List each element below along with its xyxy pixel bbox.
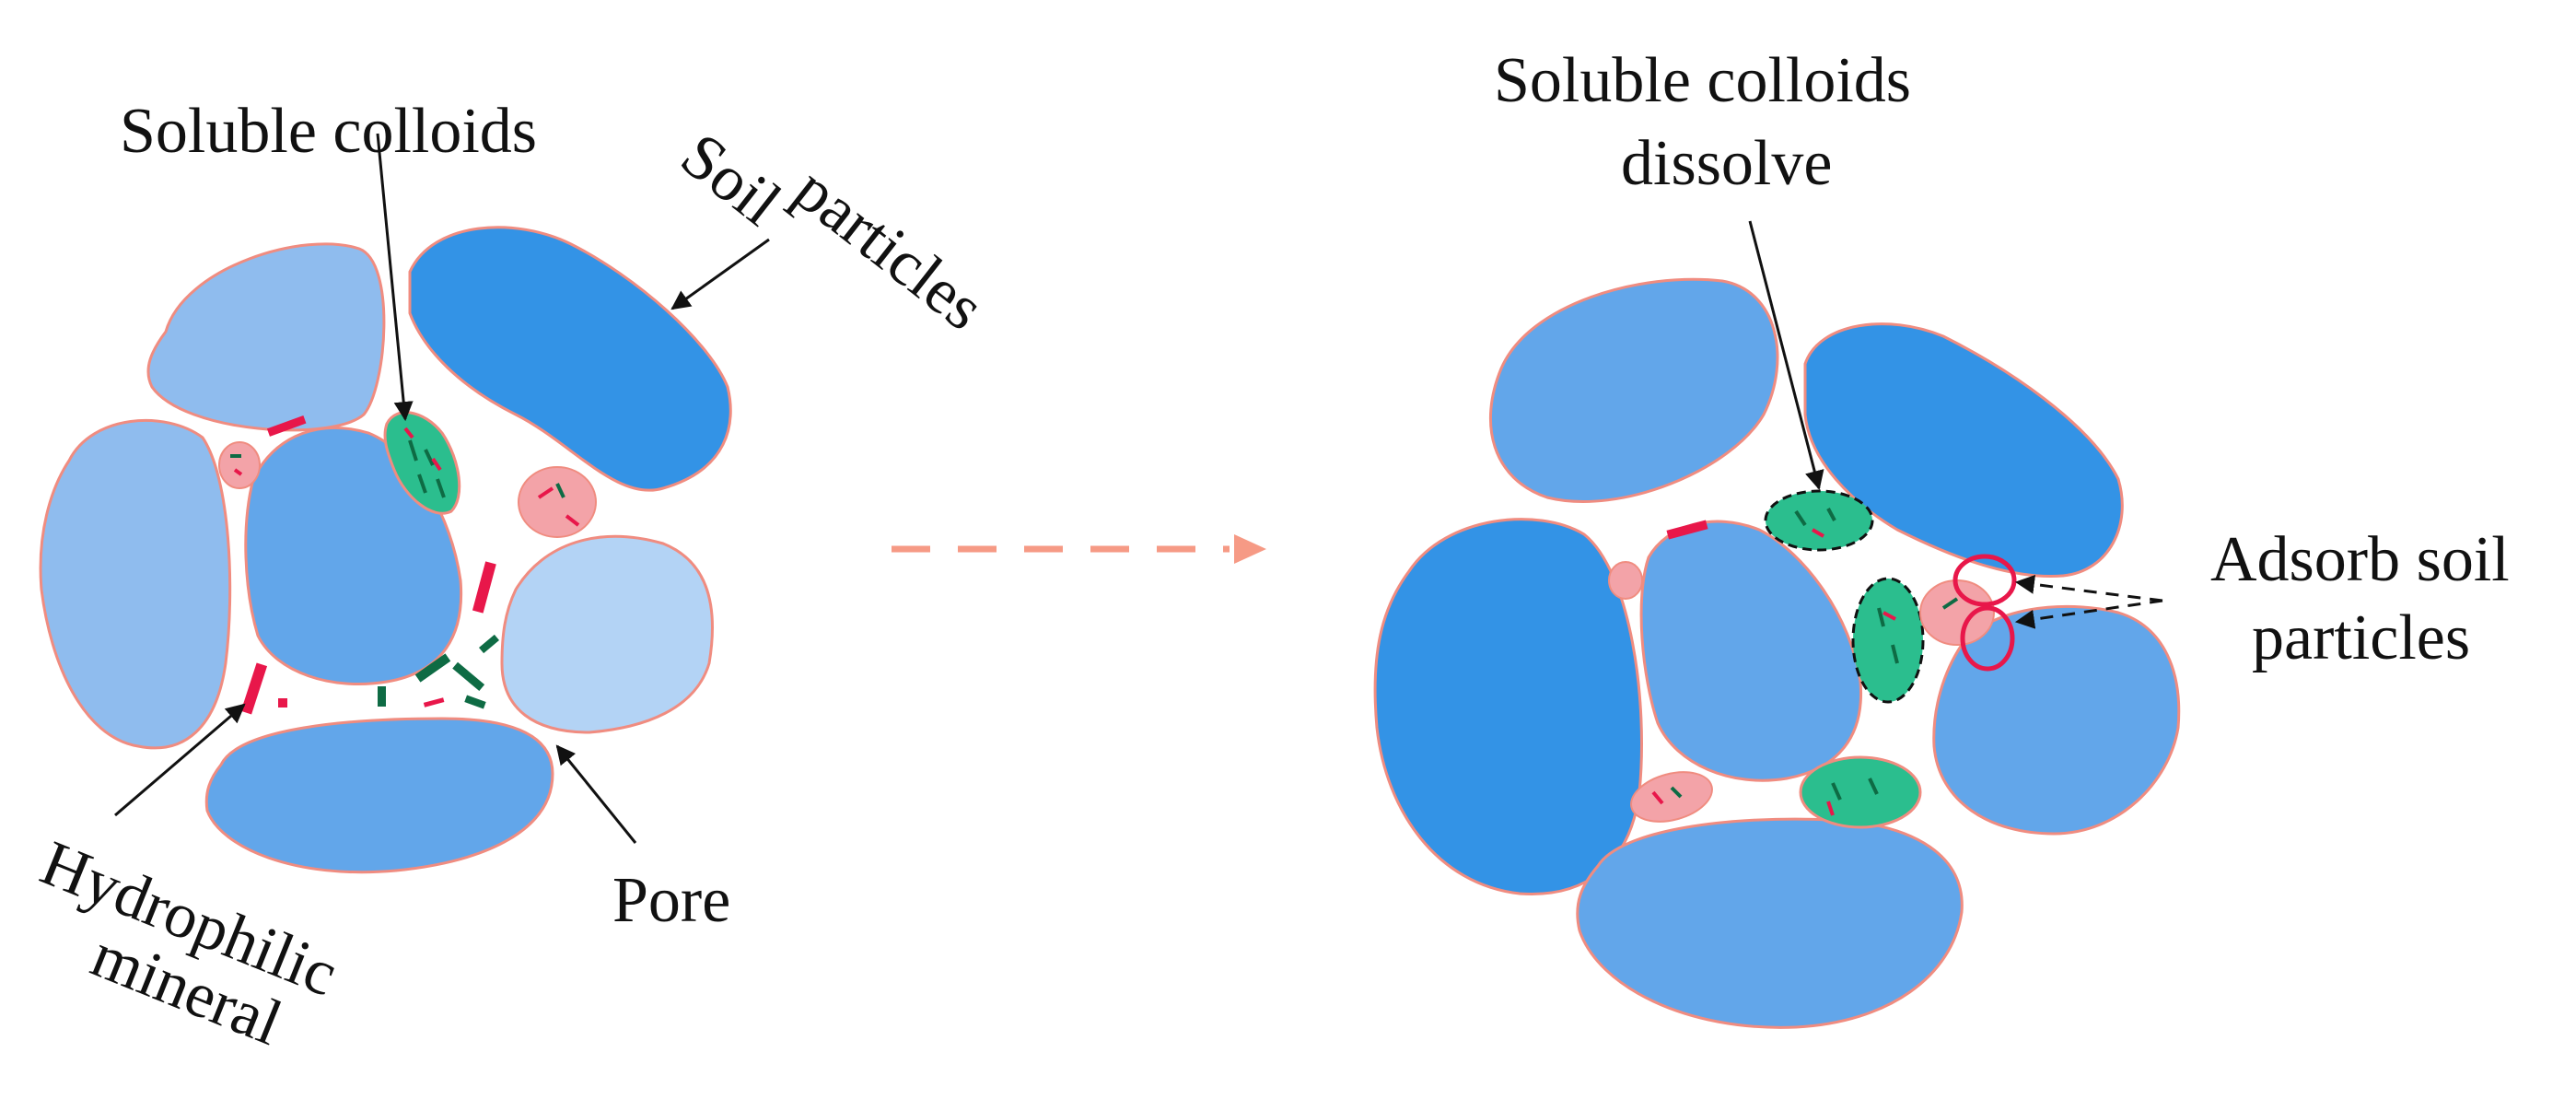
- label-soil: Soil: [668, 120, 793, 240]
- soil-particle-right-pale: [500, 534, 714, 734]
- soil-particle-r-bottom: [1576, 817, 1964, 1029]
- soil-particle-left: [39, 419, 232, 750]
- label-particles: particles: [781, 154, 997, 345]
- hydrophilic-mineral-bars: [240, 415, 496, 715]
- pink-particle-small-left: [218, 441, 261, 489]
- arrow-to-mineral: [114, 703, 246, 817]
- colloid-fibers-right: [1794, 508, 1899, 801]
- arrow-to-dissolve: [1748, 220, 1824, 491]
- transition-arrow: [892, 534, 1266, 564]
- soil-particle-r-center: [1639, 520, 1863, 782]
- soluble-colloid-bottom: [1799, 755, 1922, 829]
- right-panel: Soluble colloids dissolve Adsorb soil pa…: [1373, 45, 2510, 1029]
- soil-particle-r-top-left: [1488, 277, 1779, 503]
- soil-particle-r-right: [1932, 604, 2181, 836]
- colloid-fibers-left: [408, 439, 446, 498]
- arrow-adsorb-top: [2014, 574, 2163, 602]
- label-adsorb-particles: particles: [2252, 602, 2470, 673]
- label-adsorb-soil: Adsorb soil: [2210, 524, 2510, 595]
- soil-particle-top-left: [146, 242, 386, 432]
- adsorb-ring-bottom: [1960, 605, 2015, 672]
- soil-particle-r-left: [1373, 518, 1643, 895]
- dissolving-colloid-middle: [1851, 577, 1925, 704]
- label-dissolve: dissolve: [1621, 128, 1832, 199]
- soil-particle-bottom: [204, 717, 554, 874]
- arrow-to-soil-particle: [670, 238, 770, 310]
- soil-particle-top-right: [408, 226, 732, 492]
- soil-particle-r-top-right: [1803, 322, 2124, 579]
- pink-particle-r-small: [1608, 561, 1643, 600]
- pink-particle-r-bottom: [1630, 771, 1713, 823]
- left-panel: Soluble colloids Soil particles Hydrophi…: [31, 96, 997, 1059]
- pore-fibers: [378, 634, 499, 709]
- arrow-adsorb-bottom: [2014, 599, 2163, 629]
- arrow-to-pore: [555, 744, 637, 844]
- label-pore: Pore: [612, 865, 730, 936]
- label-soluble-colloids-right: Soluble colloids: [1494, 45, 1911, 116]
- pink-particle-right: [518, 466, 597, 538]
- adsorb-ring-top: [1952, 554, 2017, 607]
- arrow-to-colloid: [376, 133, 414, 422]
- dissolving-colloid-top: [1764, 489, 1874, 552]
- label-soluble-colloids: Soluble colloids: [120, 96, 537, 167]
